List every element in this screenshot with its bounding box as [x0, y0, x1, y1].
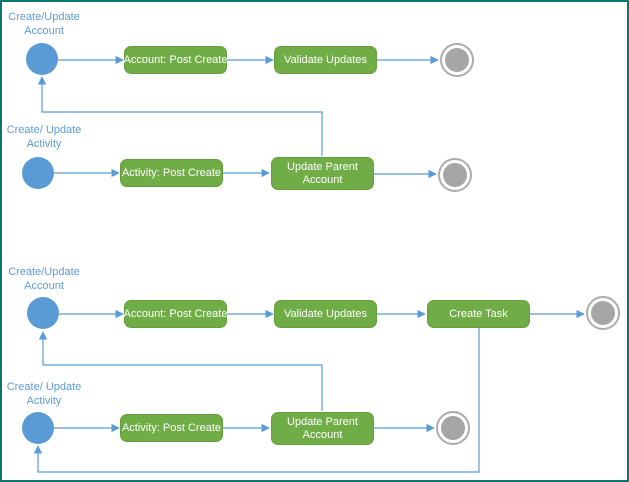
start-label-account: Create/Update Account [2, 10, 86, 38]
start-node-account [27, 297, 59, 329]
start-label-line1: Create/ Update [6, 124, 82, 136]
start-label-line1: Create/Update [8, 11, 80, 23]
end-node-activity-flow [438, 158, 472, 192]
task-validate-updates: Validate Updates [274, 46, 377, 74]
start-label-line2: Activity [26, 395, 62, 407]
start-label-account: Create/Update Account [2, 265, 86, 293]
end-node-core [591, 301, 615, 325]
end-node-core [443, 163, 467, 187]
end-node-account-flow [440, 43, 474, 77]
task-activity-post-create: Activity: Post Create [120, 414, 223, 442]
start-label-line1: Create/Update [8, 266, 80, 278]
task-account-post-create: Account: Post Create [124, 46, 227, 74]
start-label-activity: Create/ Update Activity [2, 123, 86, 151]
end-node-core [441, 416, 465, 440]
start-label-line2: Account [24, 25, 64, 37]
start-label-line2: Activity [26, 138, 62, 150]
task-activity-post-create: Activity: Post Create [120, 159, 223, 187]
end-node-account-flow [586, 296, 620, 330]
task-validate-updates: Validate Updates [274, 300, 377, 328]
end-node-activity-flow [436, 411, 470, 445]
task-update-parent-account: Update Parent Account [271, 412, 374, 445]
start-node-account [26, 43, 58, 75]
start-label-line1: Create/ Update [6, 381, 82, 393]
start-node-activity [22, 412, 54, 444]
task-account-post-create: Account: Post Create [124, 300, 227, 328]
task-update-parent-account: Update Parent Account [271, 157, 374, 190]
connector-s2-create-task-to-activity-start [33, 328, 480, 473]
end-node-core [445, 48, 469, 72]
task-create-task: Create Task [427, 300, 530, 328]
start-node-activity [22, 157, 54, 189]
start-label-line2: Account [24, 280, 64, 292]
start-label-activity: Create/ Update Activity [2, 380, 86, 408]
